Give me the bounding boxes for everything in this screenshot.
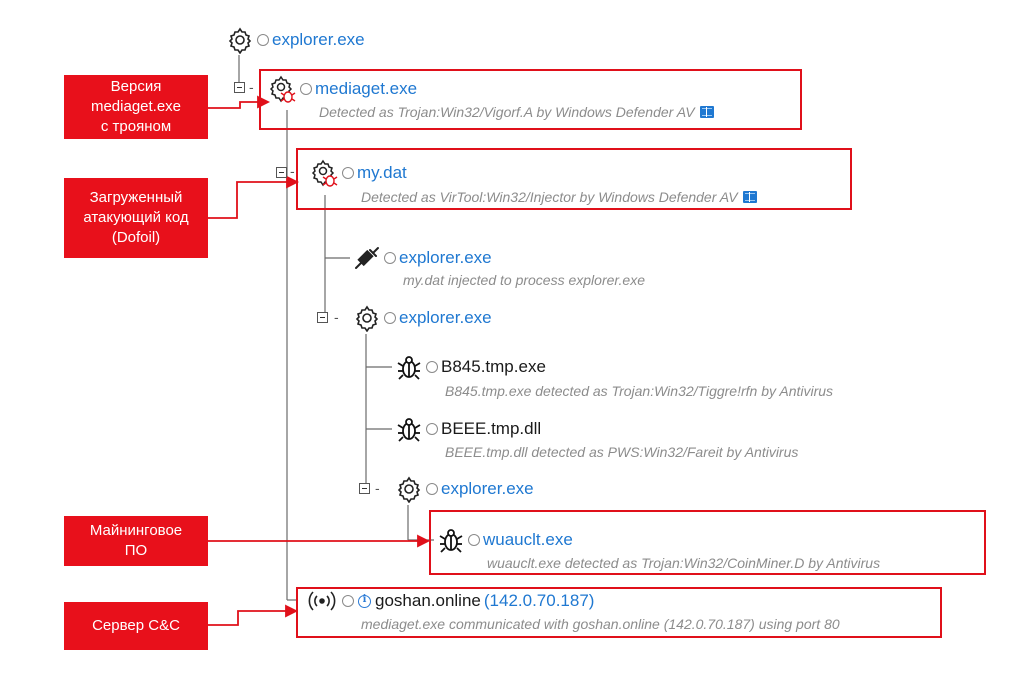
file-name[interactable]: BEEE.tmp.dll bbox=[441, 419, 542, 438]
detection-description: wuauclt.exe detected as Trojan:Win32/Coi… bbox=[487, 555, 881, 571]
process-name[interactable]: explorer.exe bbox=[272, 30, 365, 49]
host-name[interactable]: goshan.online bbox=[375, 591, 481, 610]
process-name[interactable]: explorer.exe bbox=[399, 248, 492, 267]
info-icon[interactable] bbox=[358, 594, 371, 608]
process-name[interactable]: explorer.exe bbox=[441, 479, 534, 498]
detection-description: Detected as VirTool:Win32/Injector by Wi… bbox=[361, 189, 757, 205]
expander-dash: - bbox=[334, 309, 339, 325]
status-circle bbox=[468, 534, 480, 546]
status-circle bbox=[426, 423, 438, 435]
tree-node-explorer-injected[interactable]: explorer.exe bbox=[352, 245, 492, 271]
gear-icon bbox=[394, 475, 424, 503]
tree-node-beee[interactable]: BEEE.tmp.dll bbox=[394, 416, 541, 442]
tree-node-wuauclt[interactable]: wuauclt.exe bbox=[436, 527, 573, 553]
network-icon bbox=[304, 587, 340, 615]
annotation-loaded-code: Загруженный атакующий код (Dofoil) bbox=[64, 178, 208, 258]
status-circle bbox=[300, 83, 312, 95]
file-name[interactable]: B845.tmp.exe bbox=[441, 357, 546, 376]
annotation-miner: Майнинговое ПО bbox=[64, 516, 208, 566]
tree-node-root[interactable]: explorer.exe bbox=[225, 26, 365, 54]
expander-mediaget[interactable] bbox=[234, 82, 245, 93]
tree-node-explorer-2[interactable]: explorer.exe bbox=[352, 304, 492, 332]
gear-bug-icon bbox=[310, 159, 340, 187]
tree-node-b845[interactable]: B845.tmp.exe bbox=[394, 354, 546, 380]
status-circle bbox=[384, 252, 396, 264]
process-name[interactable]: explorer.exe bbox=[399, 308, 492, 327]
status-circle bbox=[426, 483, 438, 495]
process-name[interactable]: mediaget.exe bbox=[315, 79, 418, 98]
tree-node-mydat[interactable]: my.dat bbox=[310, 159, 407, 187]
expander-mydat[interactable] bbox=[276, 167, 287, 178]
detection-description: B845.tmp.exe detected as Trojan:Win32/Ti… bbox=[445, 383, 834, 399]
expander-dash: - bbox=[290, 163, 295, 179]
gear-icon bbox=[352, 304, 382, 332]
highlight-box-mediaget bbox=[259, 69, 802, 130]
status-circle bbox=[342, 595, 354, 607]
highlight-box-wuauclt bbox=[429, 510, 986, 575]
tree-node-network[interactable]: goshan.online (142.0.70.187) bbox=[304, 588, 594, 614]
highlight-box-cnc bbox=[296, 587, 942, 638]
bug-icon bbox=[394, 353, 424, 381]
annotation-cnc: Сервер C&C bbox=[64, 602, 208, 650]
tree-node-explorer-3[interactable]: explorer.exe bbox=[394, 475, 534, 503]
bug-icon bbox=[436, 526, 466, 554]
status-circle bbox=[257, 34, 269, 46]
expander-explorer-3[interactable] bbox=[359, 483, 370, 494]
status-circle bbox=[342, 167, 354, 179]
host-ip[interactable]: (142.0.70.187) bbox=[483, 591, 595, 610]
status-circle bbox=[426, 361, 438, 373]
event-description: my.dat injected to process explorer.exe bbox=[403, 272, 646, 288]
book-icon[interactable] bbox=[699, 106, 714, 118]
detection-description: Detected as Trojan:Win32/Vigorf.A by Win… bbox=[319, 104, 714, 120]
detection-description: BEEE.tmp.dll detected as PWS:Win32/Farei… bbox=[445, 444, 799, 460]
syringe-icon bbox=[352, 244, 382, 272]
network-description: mediaget.exe communicated with goshan.on… bbox=[361, 616, 840, 632]
process-name[interactable]: my.dat bbox=[357, 163, 407, 182]
expander-dash: - bbox=[249, 79, 254, 95]
bug-icon bbox=[394, 415, 424, 443]
expander-explorer-2[interactable] bbox=[317, 312, 328, 323]
process-name[interactable]: wuauclt.exe bbox=[483, 530, 573, 549]
gear-bug-icon bbox=[268, 75, 298, 103]
book-icon[interactable] bbox=[742, 191, 757, 203]
expander-dash: - bbox=[375, 480, 380, 496]
status-circle bbox=[384, 312, 396, 324]
highlight-box-mydat bbox=[296, 148, 852, 210]
tree-node-mediaget[interactable]: mediaget.exe bbox=[268, 75, 418, 103]
annotation-trojan-version: Версия mediaget.exe с трояном bbox=[64, 75, 208, 139]
gear-icon bbox=[225, 26, 255, 54]
